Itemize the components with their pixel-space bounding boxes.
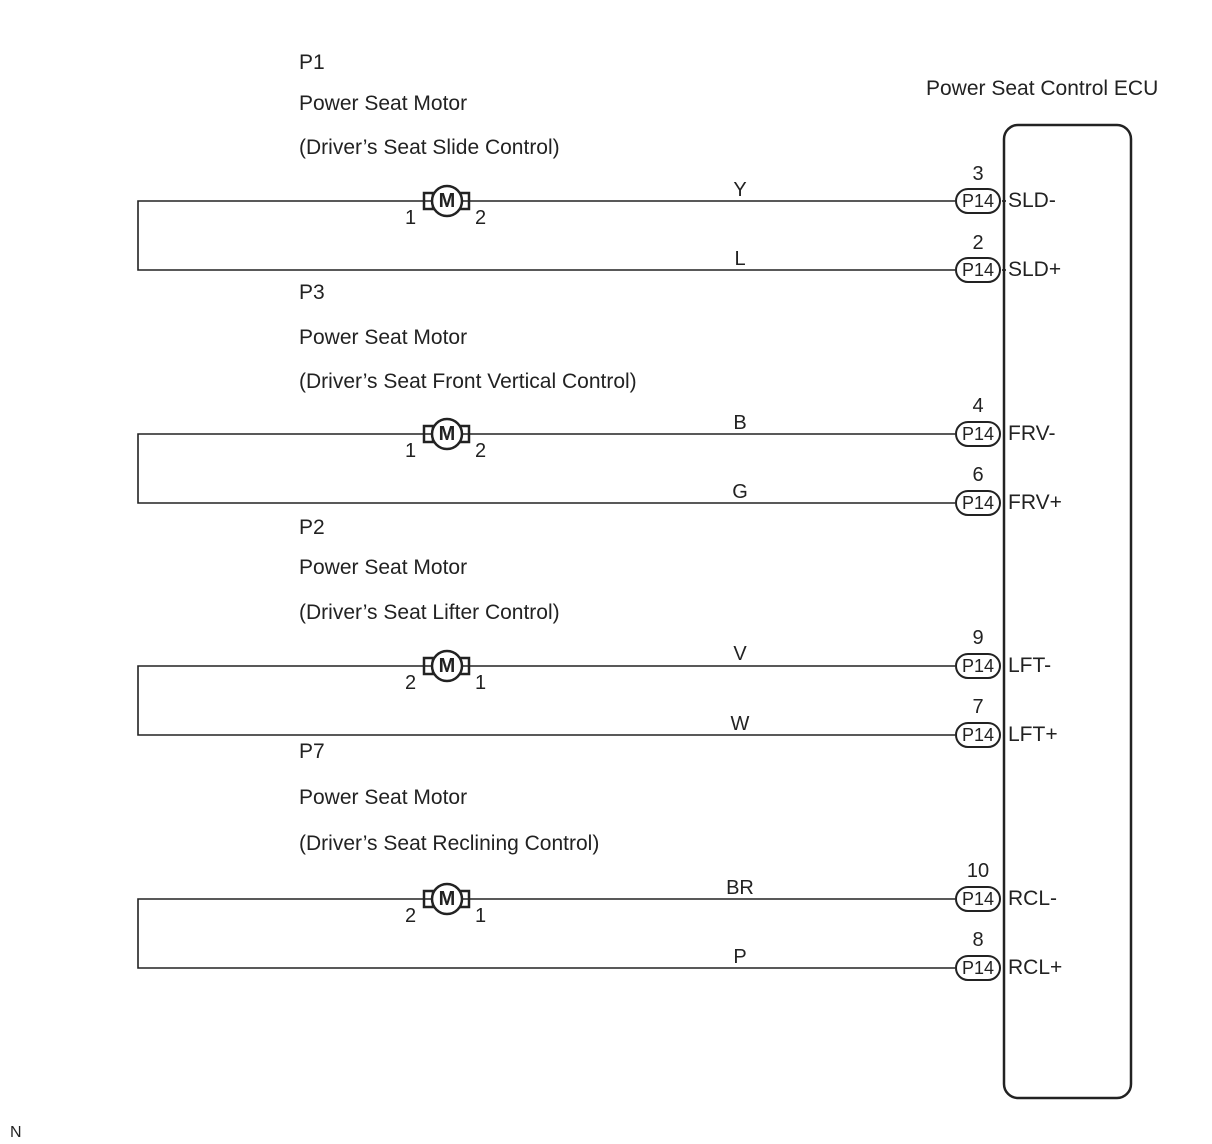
ecu-pin-number: 6 — [972, 464, 984, 486]
circuit-slide — [137, 184, 1006, 271]
circuit-reclining — [137, 882, 955, 969]
motor-code: P1 — [299, 51, 325, 74]
motor-right-pin: 2 — [475, 207, 487, 229]
ecu-terminal-name: RCL- — [1008, 887, 1058, 910]
motor-m-label: M — [438, 888, 456, 910]
wire-color-label: V — [733, 643, 747, 665]
motor-right-pin: 1 — [475, 672, 487, 694]
ecu-pin-number: 10 — [966, 860, 990, 882]
ecu-pin-number: 7 — [972, 696, 984, 718]
connector-p14: P14 — [955, 257, 1001, 283]
wire-loop — [137, 200, 955, 271]
ecu-pin-number: 2 — [972, 232, 984, 254]
diagram-note: N — [10, 1124, 22, 1141]
circuit-front-vertical — [137, 417, 955, 504]
motor-left-pin: 1 — [405, 207, 417, 229]
motor-description: (Driver’s Seat Front Vertical Control) — [299, 370, 637, 393]
motor-code: P3 — [299, 281, 325, 304]
motor-symbol — [422, 882, 471, 916]
ecu-pin-number: 9 — [972, 627, 984, 649]
motor-m-label: M — [438, 655, 456, 677]
wire-color-label: L — [734, 248, 746, 270]
circuit-lifter — [137, 649, 955, 736]
motor-left-pin: 2 — [405, 672, 417, 694]
wire-color-label: B — [733, 412, 747, 434]
wire-color-label: G — [732, 481, 748, 503]
connector-p14: P14 — [955, 188, 1001, 214]
wire-loop — [137, 898, 955, 969]
wire-color-label: W — [730, 713, 750, 735]
ecu-terminal-name: RCL+ — [1008, 956, 1063, 979]
wire-color-label: Y — [733, 179, 747, 201]
motor-code: P7 — [299, 740, 325, 763]
ecu-terminal-name: SLD- — [1008, 189, 1056, 212]
motor-m-label: M — [438, 190, 456, 212]
motor-name: Power Seat Motor — [299, 556, 468, 579]
motor-name: Power Seat Motor — [299, 326, 468, 349]
connector-p14: P14 — [955, 421, 1001, 447]
ecu-terminal-name: FRV- — [1008, 422, 1056, 445]
connector-p14: P14 — [955, 490, 1001, 516]
motor-description: (Driver’s Seat Slide Control) — [299, 136, 560, 159]
ecu-terminal-name: FRV+ — [1008, 491, 1062, 514]
motor-name: Power Seat Motor — [299, 786, 468, 809]
ecu-pin-number: 8 — [972, 929, 984, 951]
connector-p14: P14 — [955, 722, 1001, 748]
motor-symbol — [422, 417, 471, 451]
connector-p14: P14 — [955, 955, 1001, 981]
motor-right-pin: 2 — [475, 440, 487, 462]
wire-color-label: BR — [726, 877, 754, 899]
wire-loop — [137, 665, 955, 736]
ecu-pin-number: 3 — [972, 163, 984, 185]
ecu-title: Power Seat Control ECU — [926, 77, 1159, 100]
connector-p14: P14 — [955, 653, 1001, 679]
ecu-terminal-name: LFT- — [1008, 654, 1052, 677]
ecu-box — [1002, 123, 1133, 1100]
motor-m-label: M — [438, 423, 456, 445]
motor-symbol — [422, 184, 471, 218]
ecu-terminal-name: SLD+ — [1008, 258, 1062, 281]
motor-left-pin: 1 — [405, 440, 417, 462]
motor-description: (Driver’s Seat Reclining Control) — [299, 832, 600, 855]
motor-right-pin: 1 — [475, 905, 487, 927]
motor-code: P2 — [299, 516, 325, 539]
motor-left-pin: 2 — [405, 905, 417, 927]
connector-p14: P14 — [955, 886, 1001, 912]
wire-loop — [137, 433, 955, 504]
motor-symbol — [422, 649, 471, 683]
motor-description: (Driver’s Seat Lifter Control) — [299, 601, 560, 624]
motor-name: Power Seat Motor — [299, 92, 468, 115]
ecu-pin-number: 4 — [972, 395, 984, 417]
wire-color-label: P — [733, 946, 747, 968]
ecu-terminal-name: LFT+ — [1008, 723, 1058, 746]
